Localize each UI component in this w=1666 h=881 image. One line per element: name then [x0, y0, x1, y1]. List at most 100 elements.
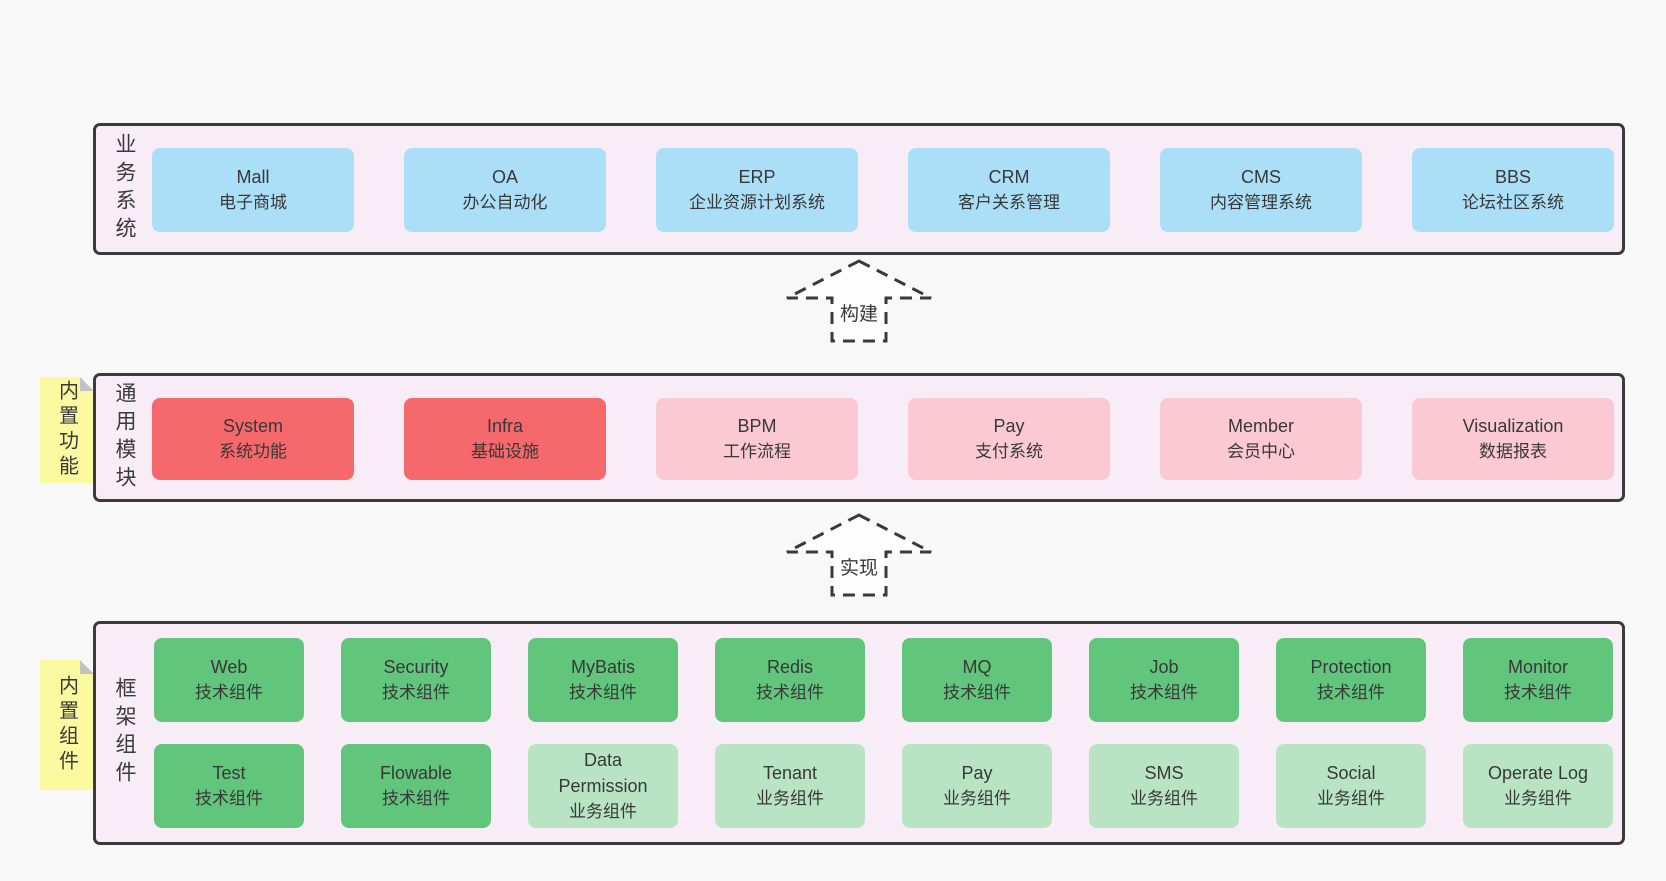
node-infra: Infra 基础设施: [404, 398, 606, 480]
node-name: BPM: [737, 416, 777, 436]
node-name: BBS: [1494, 167, 1532, 187]
node-name: MyBatis: [570, 657, 635, 677]
node-desc: 业务组件: [1504, 789, 1572, 808]
node-name: Job: [1149, 657, 1179, 677]
layer-label-framework-components: 框架组件: [113, 677, 136, 789]
node-cms: CMS 内容管理系统: [1160, 148, 1362, 232]
node-desc: 支付系统: [975, 442, 1043, 461]
node-sms: SMS 业务组件: [1089, 744, 1239, 828]
node-name: Redis: [766, 657, 814, 677]
node-desc: 业务组件: [943, 789, 1011, 808]
node-pay-module: Pay 支付系统: [908, 398, 1110, 480]
node-name: Pay: [961, 763, 993, 783]
node-social: Social 业务组件: [1276, 744, 1426, 828]
node-desc: 内容管理系统: [1210, 193, 1312, 212]
node-desc: 数据报表: [1479, 442, 1547, 461]
node-desc: 系统功能: [219, 442, 287, 461]
node-name: SMS: [1144, 763, 1184, 783]
node-desc: 业务组件: [1130, 789, 1198, 808]
modules-box-row: System 系统功能 Infra 基础设施 BPM 工作流程 Pay 支付系统…: [152, 398, 1614, 480]
node-name: Social: [1326, 763, 1376, 783]
sticky-note-label: 内置组件: [55, 675, 78, 775]
node-name: Data Permission: [558, 750, 648, 796]
node-web: Web 技术组件: [154, 638, 304, 722]
node-desc: 技术组件: [382, 789, 450, 808]
node-name: Visualization: [1462, 416, 1564, 436]
node-member: Member 会员中心: [1160, 398, 1362, 480]
node-desc: 会员中心: [1227, 442, 1295, 461]
node-mq: MQ 技术组件: [902, 638, 1052, 722]
layer-business-systems: 业务系统 Mall 电子商城 OA 办公自动化 ERP 企业资源计划系统 CRM…: [93, 123, 1625, 255]
node-name: MQ: [962, 657, 992, 677]
node-mall: Mall 电子商城: [152, 148, 354, 232]
node-name: Flowable: [379, 763, 453, 783]
node-flowable: Flowable 技术组件: [341, 744, 491, 828]
node-name: ERP: [738, 167, 776, 187]
node-name: Operate Log: [1487, 763, 1589, 783]
node-name: Member: [1227, 416, 1294, 436]
node-desc: 技术组件: [195, 789, 263, 808]
node-oa: OA 办公自动化: [404, 148, 606, 232]
node-desc: 技术组件: [569, 683, 637, 702]
node-tenant: Tenant 业务组件: [715, 744, 865, 828]
arrow-label-build: 构建: [840, 303, 878, 325]
node-desc: 技术组件: [1317, 683, 1385, 702]
node-operate-log: Operate Log 业务组件: [1463, 744, 1613, 828]
node-desc: 客户关系管理: [958, 193, 1060, 212]
node-name: CRM: [988, 167, 1030, 187]
node-name: CMS: [1241, 167, 1281, 187]
node-job: Job 技术组件: [1089, 638, 1239, 722]
up-arrow-icon: 实现: [786, 513, 932, 597]
node-desc: 工作流程: [723, 442, 791, 461]
layer-common-modules: 通用模块 System 系统功能 Infra 基础设施 BPM 工作流程 Pay…: [93, 373, 1625, 502]
sticky-note-builtin-features: 内置功能: [40, 377, 94, 483]
node-name: System: [222, 416, 283, 436]
node-desc: 技术组件: [943, 683, 1011, 702]
node-desc: 技术组件: [382, 683, 450, 702]
node-name: Infra: [486, 416, 524, 436]
components-box-row-2: Test 技术组件 Flowable 技术组件 Data Permission …: [154, 744, 1613, 828]
node-name: OA: [491, 167, 518, 187]
business-box-row: Mall 电子商城 OA 办公自动化 ERP 企业资源计划系统 CRM 客户关系…: [152, 148, 1614, 232]
sticky-note-label: 内置功能: [55, 380, 78, 480]
components-box-row-1: Web 技术组件 Security 技术组件 MyBatis 技术组件 Redi…: [154, 638, 1613, 722]
node-desc: 企业资源计划系统: [689, 193, 825, 212]
node-security: Security 技术组件: [341, 638, 491, 722]
node-name: Mall: [236, 167, 270, 187]
node-desc: 技术组件: [1504, 683, 1572, 702]
node-desc: 论坛社区系统: [1462, 193, 1564, 212]
node-visualization: Visualization 数据报表: [1412, 398, 1614, 480]
node-name: Test: [212, 763, 246, 783]
node-name: Web: [210, 657, 248, 677]
node-system: System 系统功能: [152, 398, 354, 480]
node-desc: 技术组件: [195, 683, 263, 702]
node-desc: 业务组件: [756, 789, 824, 808]
node-desc: 业务组件: [1317, 789, 1385, 808]
node-data-permission: Data Permission 业务组件: [528, 744, 678, 828]
node-desc: 技术组件: [1130, 683, 1198, 702]
node-desc: 电子商城: [219, 193, 287, 212]
node-name: Protection: [1310, 657, 1392, 677]
node-erp: ERP 企业资源计划系统: [656, 148, 858, 232]
node-mybatis: MyBatis 技术组件: [528, 638, 678, 722]
node-name: Pay: [993, 416, 1025, 436]
layer-label-business-systems: 业务系统: [113, 133, 136, 245]
dashed-up-arrow-implement: 实现: [784, 512, 934, 598]
dashed-up-arrow-build: 构建: [784, 258, 934, 344]
node-name: Security: [383, 657, 449, 677]
node-desc: 技术组件: [756, 683, 824, 702]
node-name: Tenant: [762, 763, 818, 783]
node-redis: Redis 技术组件: [715, 638, 865, 722]
node-test: Test 技术组件: [154, 744, 304, 828]
up-arrow-icon: 构建: [786, 259, 932, 343]
node-crm: CRM 客户关系管理: [908, 148, 1110, 232]
sticky-note-builtin-components: 内置组件: [40, 660, 94, 790]
node-desc: 业务组件: [569, 802, 637, 821]
node-protection: Protection 技术组件: [1276, 638, 1426, 722]
node-desc: 办公自动化: [462, 193, 548, 212]
node-bpm: BPM 工作流程: [656, 398, 858, 480]
node-desc: 基础设施: [471, 442, 539, 461]
layer-framework-components: 框架组件 Web 技术组件 Security 技术组件 MyBatis 技术组件…: [93, 621, 1625, 845]
node-pay-component: Pay 业务组件: [902, 744, 1052, 828]
